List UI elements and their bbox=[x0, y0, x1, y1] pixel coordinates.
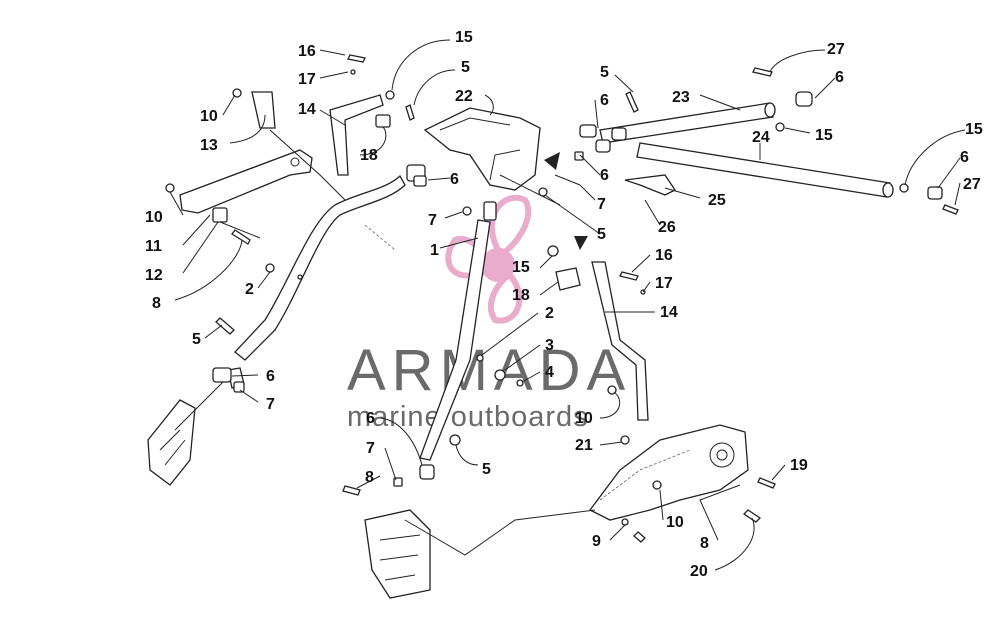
callout-8: 8 bbox=[700, 535, 709, 552]
callout-18: 18 bbox=[512, 287, 530, 304]
center-tube bbox=[419, 219, 491, 461]
watermark-brand: ARMADA bbox=[347, 338, 631, 403]
callout-5: 5 bbox=[482, 461, 491, 478]
callout-10: 10 bbox=[200, 108, 218, 125]
callout-17: 17 bbox=[298, 71, 316, 88]
callout-9: 9 bbox=[592, 533, 601, 550]
callout-6: 6 bbox=[960, 149, 969, 166]
callout-25: 25 bbox=[708, 192, 726, 209]
bracket-14-left bbox=[329, 94, 384, 176]
callout-6: 6 bbox=[600, 167, 609, 184]
callout-12: 12 bbox=[145, 267, 163, 284]
callout-20: 20 bbox=[690, 563, 708, 580]
callout-26: 26 bbox=[658, 219, 676, 236]
callout-10: 10 bbox=[145, 209, 163, 226]
callout-6: 6 bbox=[835, 69, 844, 86]
callout-2: 2 bbox=[545, 305, 554, 322]
callout-15: 15 bbox=[965, 121, 983, 138]
swing-bracket-right bbox=[589, 424, 749, 521]
callout-5: 5 bbox=[597, 226, 606, 243]
callout-6: 6 bbox=[600, 92, 609, 109]
callout-7: 7 bbox=[428, 212, 437, 229]
left-arm-plate bbox=[179, 149, 313, 214]
mount-bracket-left bbox=[147, 399, 196, 486]
callout-15: 15 bbox=[512, 259, 530, 276]
callout-7: 7 bbox=[266, 396, 275, 413]
callout-7: 7 bbox=[366, 440, 375, 457]
curved-tube-left bbox=[234, 174, 406, 361]
bushings bbox=[579, 91, 943, 200]
callout-7: 7 bbox=[597, 196, 606, 213]
callout-6: 6 bbox=[266, 368, 275, 385]
callout-21: 21 bbox=[575, 437, 593, 454]
callout-24: 24 bbox=[752, 129, 770, 146]
assembly-lines bbox=[174, 129, 596, 556]
reference-triangles bbox=[544, 152, 588, 250]
callout-5: 5 bbox=[600, 64, 609, 81]
callout-1: 1 bbox=[430, 242, 439, 259]
callout-11: 11 bbox=[145, 238, 162, 255]
callout-5: 5 bbox=[192, 331, 201, 348]
callout-18: 18 bbox=[360, 147, 378, 164]
leader-lines bbox=[169, 39, 966, 571]
callout-10: 10 bbox=[575, 410, 593, 427]
callout-23: 23 bbox=[672, 89, 690, 106]
callout-labels: 16 15 17 5 10 14 22 13 18 6 5 6 23 27 6 … bbox=[145, 29, 983, 580]
central-bracket bbox=[423, 107, 541, 191]
callout-4: 4 bbox=[545, 364, 554, 381]
bracket-14-right bbox=[591, 261, 649, 421]
mount-bracket-center bbox=[364, 509, 431, 599]
callout-2: 2 bbox=[245, 281, 254, 298]
crossbar-24 bbox=[636, 142, 894, 198]
callout-5: 5 bbox=[461, 59, 470, 76]
callout-10: 10 bbox=[666, 514, 684, 531]
watermark-tagline: marine outboards bbox=[347, 401, 589, 433]
fasteners bbox=[165, 54, 959, 543]
crossbar-23 bbox=[599, 102, 776, 144]
callout-8: 8 bbox=[152, 295, 161, 312]
callout-16: 16 bbox=[655, 247, 673, 264]
watermark-propeller-logo bbox=[445, 195, 532, 324]
callout-13: 13 bbox=[200, 137, 218, 154]
callout-3: 3 bbox=[545, 337, 554, 354]
callout-6: 6 bbox=[366, 410, 375, 427]
callout-15: 15 bbox=[815, 127, 833, 144]
callout-16: 16 bbox=[298, 43, 316, 60]
callout-6: 6 bbox=[450, 171, 459, 188]
callout-27: 27 bbox=[827, 41, 845, 58]
callout-27: 27 bbox=[963, 176, 981, 193]
callout-8: 8 bbox=[365, 469, 374, 486]
callout-19: 19 bbox=[790, 457, 808, 474]
clip-25 bbox=[624, 174, 676, 196]
callout-15: 15 bbox=[455, 29, 473, 46]
callout-14: 14 bbox=[660, 304, 678, 321]
callout-22: 22 bbox=[455, 88, 473, 105]
callout-14: 14 bbox=[298, 101, 316, 118]
callout-17: 17 bbox=[655, 275, 673, 292]
